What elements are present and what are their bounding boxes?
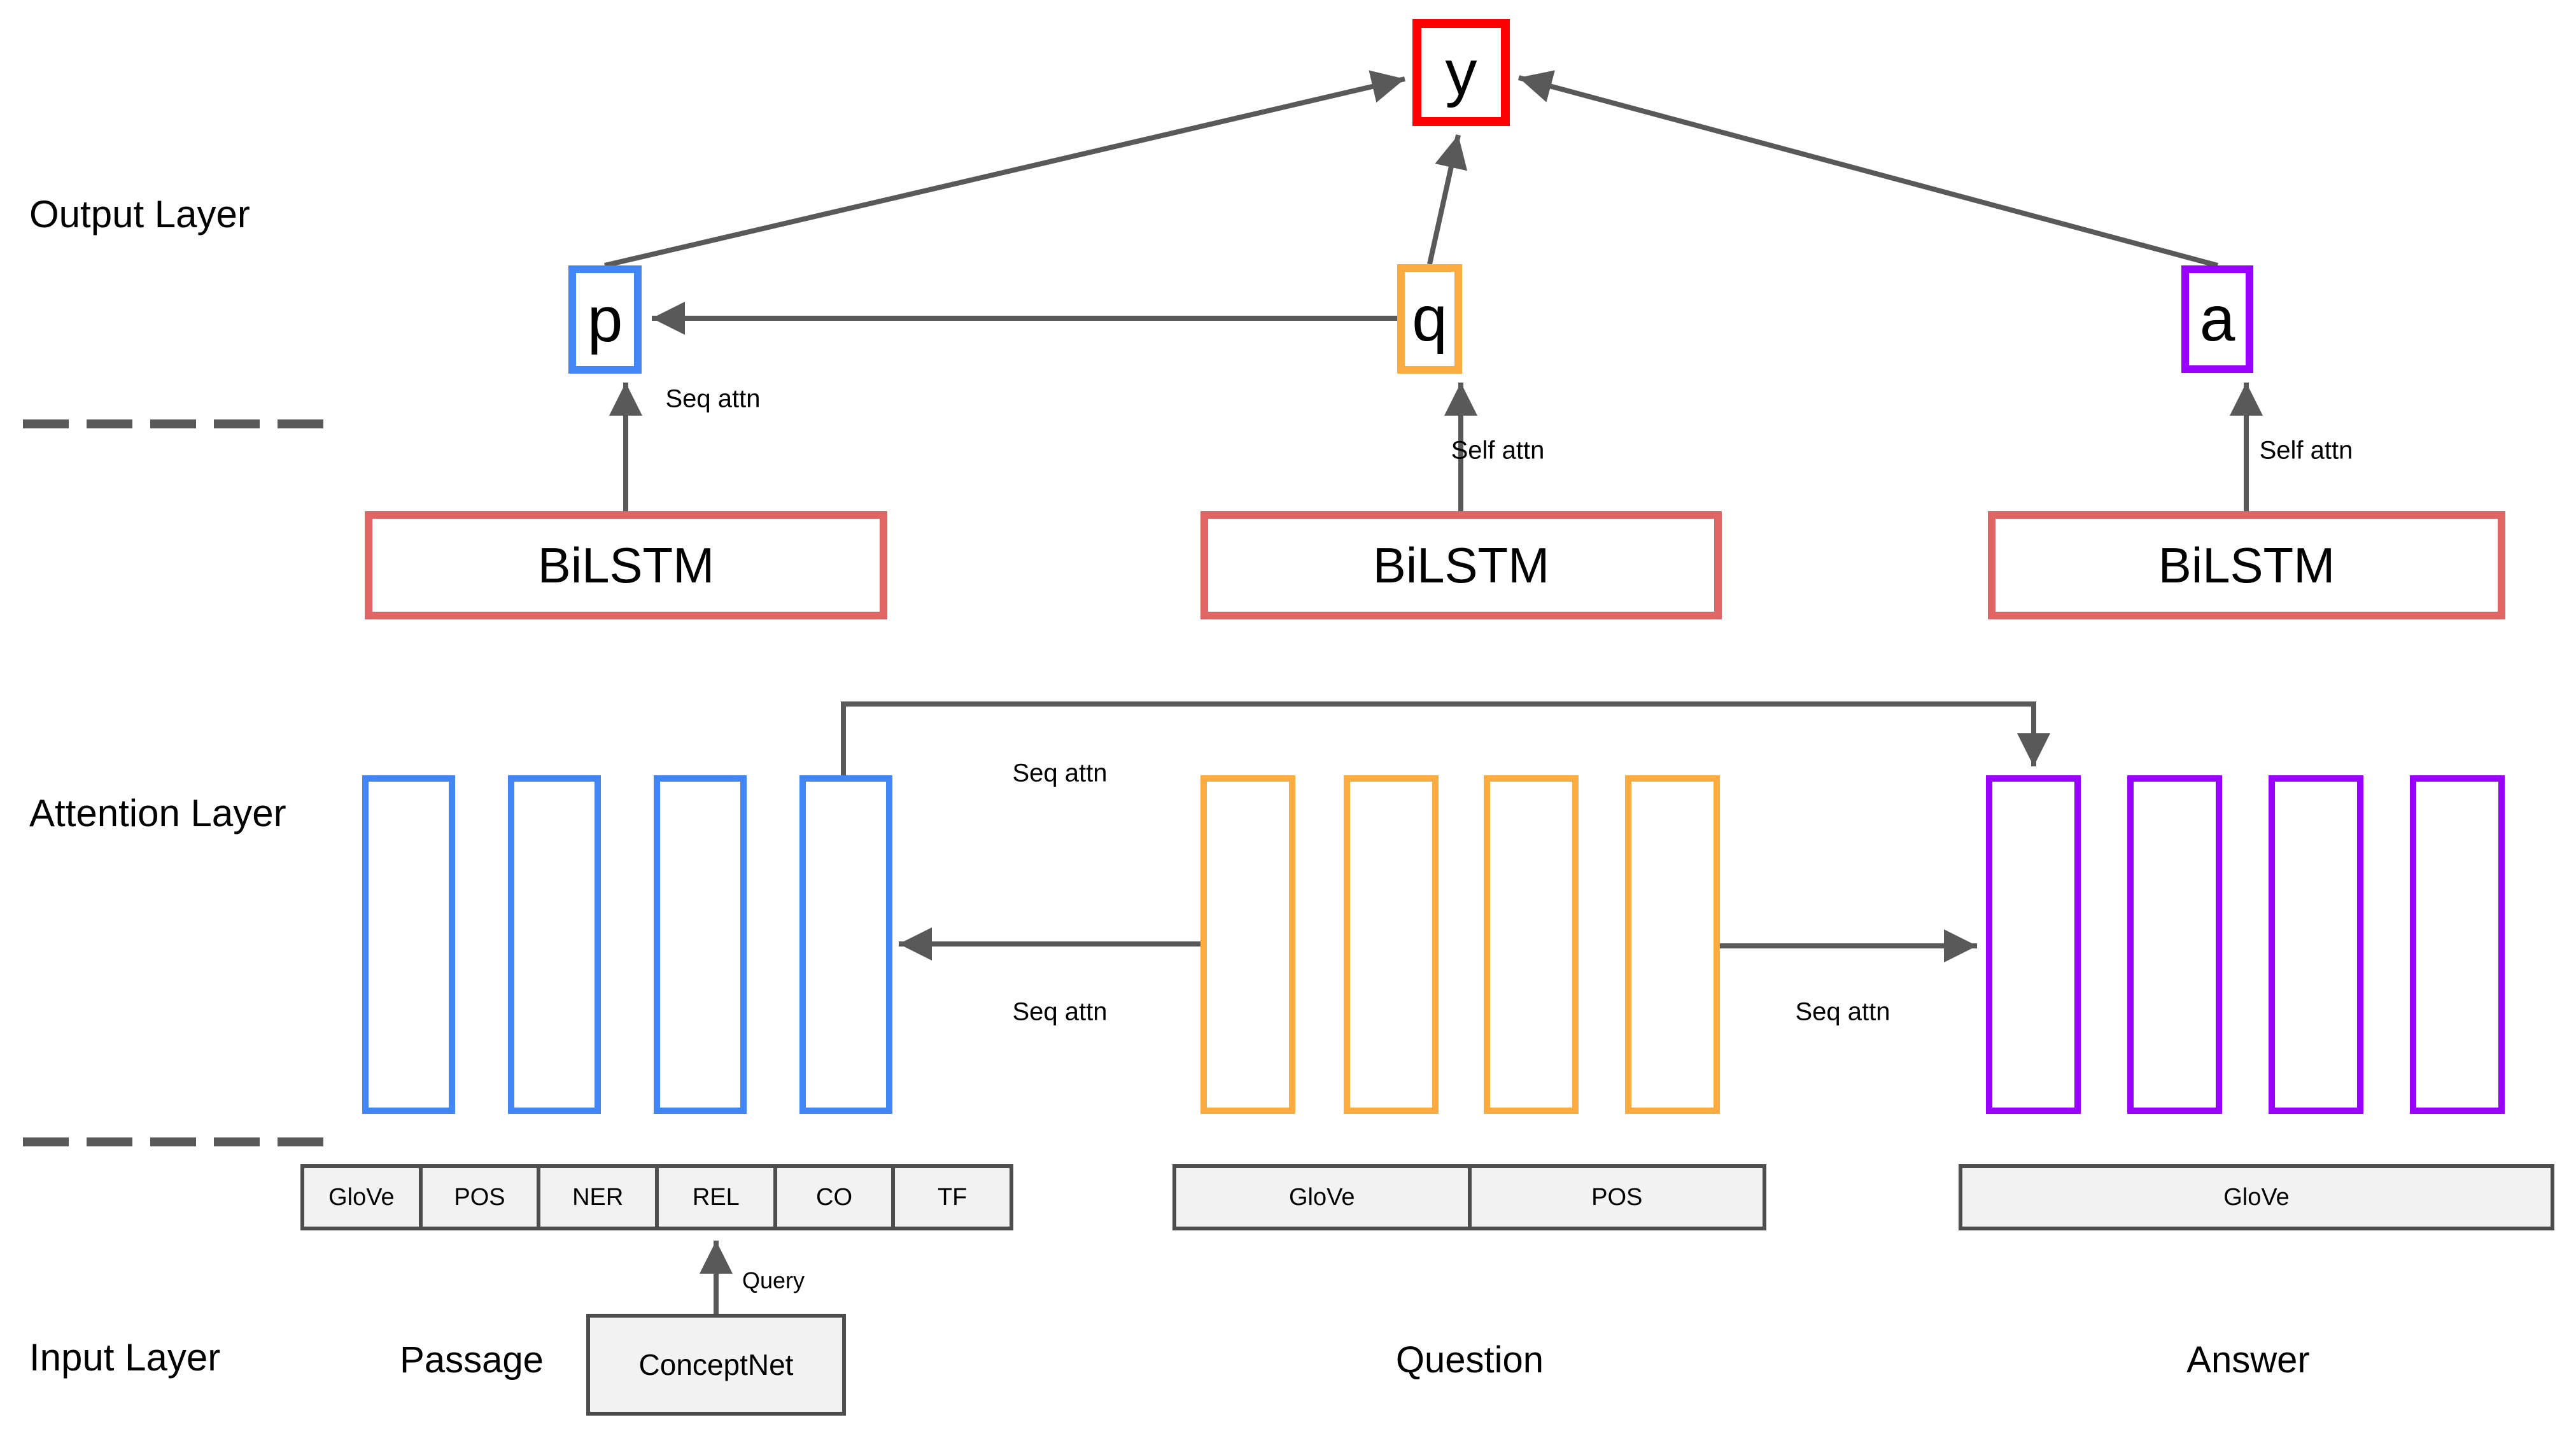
attention-column-question-4 (1625, 775, 1720, 1114)
answer-section-label: Answer (2186, 1339, 2310, 1381)
bilstm-answer-label: BiLSTM (2158, 537, 2335, 593)
query-edge-label: Query (742, 1267, 805, 1293)
attention-column-answer-1 (1986, 775, 2081, 1114)
attention-column-answer-3 (2269, 775, 2363, 1114)
question-feature-glove: GloVe (1176, 1168, 1472, 1227)
attention-column-passage-4 (799, 775, 892, 1114)
question-feature-pos: POS (1591, 1183, 1643, 1211)
bilstm-passage-label: BiLSTM (537, 537, 715, 593)
passage-section-label: Passage (400, 1339, 544, 1381)
attention-column-question-2 (1344, 775, 1439, 1114)
arrow-a-to-y (1517, 70, 2219, 268)
conceptnet-box: ConceptNet (586, 1314, 846, 1416)
attention-column-passage-3 (654, 775, 747, 1114)
output-node-a: a (2181, 265, 2253, 373)
seq-attn-label-mid-right: Seq attn (1795, 997, 1890, 1026)
answer-feature-row: GloVe (1959, 1164, 2554, 1230)
seq-attn-label-p: Seq attn (665, 384, 761, 413)
conceptnet-label: ConceptNet (638, 1348, 794, 1381)
bilstm-answer: BiLSTM (1988, 511, 2505, 619)
input-layer-label: Input Layer (29, 1336, 221, 1379)
attention-column-passage-1 (362, 775, 455, 1114)
output-node-a-label: a (2199, 283, 2235, 355)
attention-column-answer-2 (2127, 775, 2222, 1114)
seq-attn-label-mid-left: Seq attn (1012, 997, 1108, 1026)
output-node-q-label: q (1412, 283, 1447, 355)
arrow-p-to-y (604, 70, 1405, 268)
question-feature-row: GloVe POS (1172, 1164, 1766, 1230)
attention-column-question-1 (1200, 775, 1295, 1114)
passage-feature-row: GloVe POS NER REL CO TF (300, 1164, 1013, 1230)
arrow-q-to-y (1427, 134, 1468, 265)
passage-feature-tf: TF (937, 1183, 968, 1211)
attention-column-passage-2 (508, 775, 601, 1114)
question-section-label: Question (1395, 1339, 1544, 1381)
arrow-passage-cols-to-answer-cols (841, 701, 2050, 775)
output-node-y: y (1412, 19, 1510, 126)
attention-column-answer-4 (2410, 775, 2505, 1114)
self-attn-label-a: Self attn (2259, 436, 2353, 465)
attention-column-question-3 (1484, 775, 1579, 1114)
passage-feature-glove: GloVe (304, 1168, 423, 1227)
self-attn-label-q: Self attn (1451, 436, 1545, 465)
seq-attn-label-top: Seq attn (1012, 759, 1108, 787)
output-node-y-label: y (1445, 36, 1477, 108)
bilstm-question-label: BiLSTM (1372, 537, 1550, 593)
answer-feature-glove: GloVe (2223, 1183, 2290, 1211)
passage-feature-co: CO (777, 1168, 896, 1227)
passage-feature-pos: POS (423, 1168, 541, 1227)
output-node-p-label: p (587, 283, 623, 355)
passage-feature-ner: NER (540, 1168, 659, 1227)
output-node-p: p (568, 265, 642, 374)
attention-layer-label: Attention Layer (29, 792, 286, 834)
output-node-q: q (1397, 264, 1462, 374)
output-layer-label: Output Layer (29, 193, 250, 236)
passage-feature-rel: REL (659, 1168, 777, 1227)
bilstm-question: BiLSTM (1200, 511, 1722, 619)
bilstm-passage: BiLSTM (365, 511, 887, 619)
